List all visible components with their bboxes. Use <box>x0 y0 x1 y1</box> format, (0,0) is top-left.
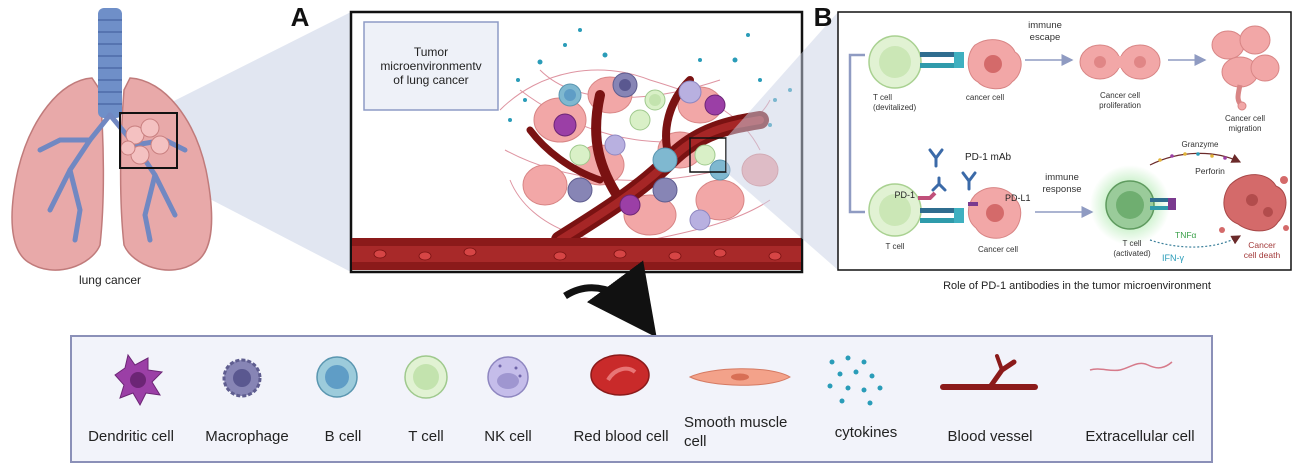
dendritic-cell-icon <box>114 353 164 407</box>
legend-label-dendritic: Dendritic cell <box>88 428 174 445</box>
panel-b-caption: Role of PD-1 antibodies in the tumor mic… <box>943 280 1211 292</box>
tme-title-line-1: Tumor <box>414 45 448 59</box>
immune-escape-line-1: immune <box>1028 20 1062 31</box>
pd1-antibodies <box>928 148 977 192</box>
devitalized-t-cell <box>868 35 922 89</box>
immune-escape-line-2: escape <box>1030 32 1061 43</box>
dying-cancer-cell <box>1219 174 1289 233</box>
t-cell-bottom-label: T cell <box>886 242 905 251</box>
cancer-cell-top <box>967 39 1022 90</box>
panel-a-letter: A <box>291 2 310 32</box>
pd1-mechanism-panel: T cell (devitalized) cancer cell immune … <box>837 11 1292 271</box>
bronchi <box>37 112 188 243</box>
legend-label-smooth-muscle-line-1: Smooth muscle <box>684 414 787 431</box>
t-cell-bottom <box>868 183 922 237</box>
legend-label-macrophage: Macrophage <box>205 428 288 445</box>
perforin-label: Perforin <box>1195 166 1225 176</box>
cytokines-icon <box>827 355 883 406</box>
legend-label-blood-vessel: Blood vessel <box>947 428 1032 445</box>
proliferating-cancer-cells <box>1079 44 1161 80</box>
cancer-death-line-1: Cancer <box>1248 240 1276 250</box>
immune-response-line-1: immune <box>1045 172 1079 183</box>
t-cell-devitalized-line-2: (devitalized) <box>873 103 916 112</box>
nk-cell-icon <box>487 356 529 398</box>
pdl1-label: PD-L1 <box>1005 193 1031 203</box>
proliferation-line-2: proliferation <box>1099 101 1141 110</box>
extracellular-cell-icon <box>1089 361 1173 372</box>
immune-response-line-2: response <box>1042 184 1081 195</box>
activated-t-cell <box>1090 165 1176 245</box>
pd1-mab-label: PD-1 mAb <box>965 152 1012 163</box>
cancer-cell-bottom-label: Cancer cell <box>978 245 1018 254</box>
red-blood-cell-icon <box>590 354 650 396</box>
legend-label-red-blood-cell: Red blood cell <box>573 428 668 445</box>
legend-label-nk-cell: NK cell <box>484 428 532 445</box>
cytokine-arc <box>1149 235 1242 248</box>
legend-pointer-arrow <box>563 260 657 338</box>
legend-label-extracellular: Extracellular cell <box>1085 428 1194 445</box>
tnfa-label: TNFα <box>1175 230 1197 240</box>
tme-title-line-3: of lung cancer <box>393 73 468 87</box>
legend-label-b-cell: B cell <box>325 428 362 445</box>
migration-line-1: Cancer cell <box>1225 114 1265 123</box>
legend-label-t-cell: T cell <box>408 428 444 445</box>
red-blood-cells-in-vessel <box>373 247 782 261</box>
migration-line-2: migration <box>1229 124 1262 133</box>
lung-cancer-label: lung cancer <box>79 273 141 287</box>
activated-t-cell-line-1: T cell <box>1123 239 1142 248</box>
activated-t-cell-line-2: (activated) <box>1113 249 1151 258</box>
tme-title-box <box>363 21 499 111</box>
migrating-cancer-cells <box>1211 25 1280 111</box>
pd1-receptor <box>918 191 937 200</box>
trachea <box>98 8 122 118</box>
t-cell-devitalized-line-1: T cell <box>873 93 892 102</box>
tumor-spot <box>120 118 170 165</box>
tumor-zoom-box <box>119 112 178 169</box>
smooth-muscle-cell-icon <box>688 368 791 386</box>
cancer-cell-top-label: cancer cell <box>966 93 1004 102</box>
proliferation-line-1: Cancer cell <box>1100 91 1140 100</box>
legend-label-smooth-muscle-line-2: cell <box>684 433 707 450</box>
left-lung <box>11 77 105 271</box>
b-cell-icon <box>316 356 358 398</box>
tme-title-line-2: microenvironmentv <box>380 59 481 73</box>
zoom-projection <box>150 12 351 272</box>
granzyme-label: Granzyme <box>1182 140 1219 149</box>
cell-legend: Dendritic cell Macrophage B cell T cell … <box>70 335 1213 463</box>
legend-label-cytokines: cytokines <box>835 424 898 441</box>
immune-cells <box>553 72 731 231</box>
macrophage-icon <box>222 358 262 398</box>
pd1-label: PD-1 <box>894 190 915 200</box>
cancer-death-line-2: cell death <box>1244 250 1281 260</box>
zoom-projection-b <box>726 12 838 270</box>
t-cell-icon <box>404 355 448 399</box>
pathway-bracket <box>848 53 865 214</box>
panel-b-letter: B <box>814 2 833 32</box>
ifng-label: IFN-γ <box>1162 253 1184 263</box>
lung-illustration <box>11 8 351 272</box>
granzyme-dots <box>1158 152 1227 162</box>
blood-vessel-icon <box>940 354 1038 390</box>
cancer-cell-bottom <box>967 187 1022 239</box>
tcr-receptor-top <box>920 52 964 68</box>
tcr-receptor-bottom <box>920 208 964 223</box>
